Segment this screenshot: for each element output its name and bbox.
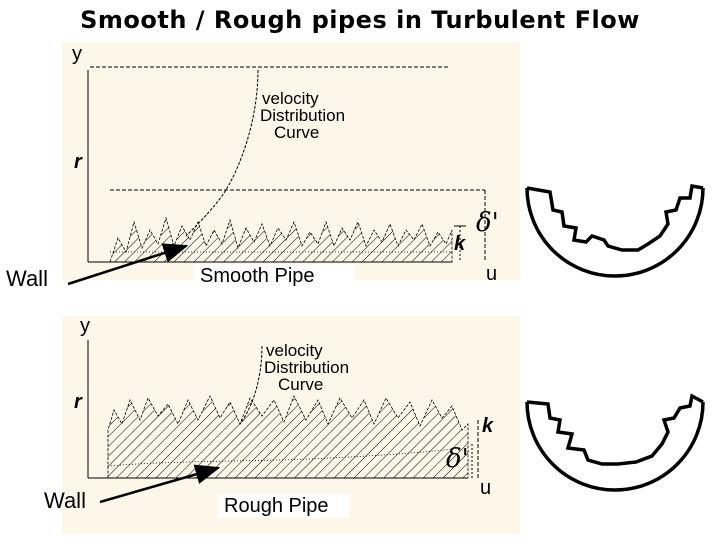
top-r-label: r [74,151,82,173]
pipe-cross-section-top-icon [525,183,705,278]
bottom-curve-label-line2: Distribution [264,358,350,377]
wall-arrow [99,464,221,504]
smooth-roughness-hatch [109,216,453,263]
velocity-distribution-curve [185,69,259,237]
bottom-curve-label-line3: Curve [278,375,324,394]
top-curve-label-line3: Curve [274,123,320,142]
smooth-pipe-label: Smooth Pipe [194,264,355,288]
top-u-label: u [486,263,498,285]
bottom-curve-label-line1: velocity [266,341,323,360]
bottom-u-label: u [480,477,492,499]
pipe-cross-section-bottom-icon [525,393,705,492]
wall-arrow [67,243,189,286]
velocity-distribution-curve [239,345,263,425]
top-delta-label: δ' [476,208,499,238]
rough-roughness-hatch [107,395,469,479]
top-wall-label: Wall [6,266,48,291]
bottom-y-axis-label: y [80,315,90,337]
top-curve-label-line2: Distribution [260,106,346,125]
top-y-axis-label: y [72,43,82,65]
page-title: Smooth / Rough pipes in Turbulent Flow [80,6,640,34]
top-k-label: k [454,233,466,255]
bottom-delta-label: δ' [446,444,469,474]
bottom-wall-label: Wall [44,488,86,513]
top-curve-label-line1: velocity [262,89,319,108]
bottom-k-label: k [482,415,494,437]
bottom-r-label: r [74,391,82,413]
rough-pipe-label: Rough Pipe [218,494,349,518]
smooth-pipe-diagram [67,66,486,286]
rough-pipe-diagram [87,340,479,504]
